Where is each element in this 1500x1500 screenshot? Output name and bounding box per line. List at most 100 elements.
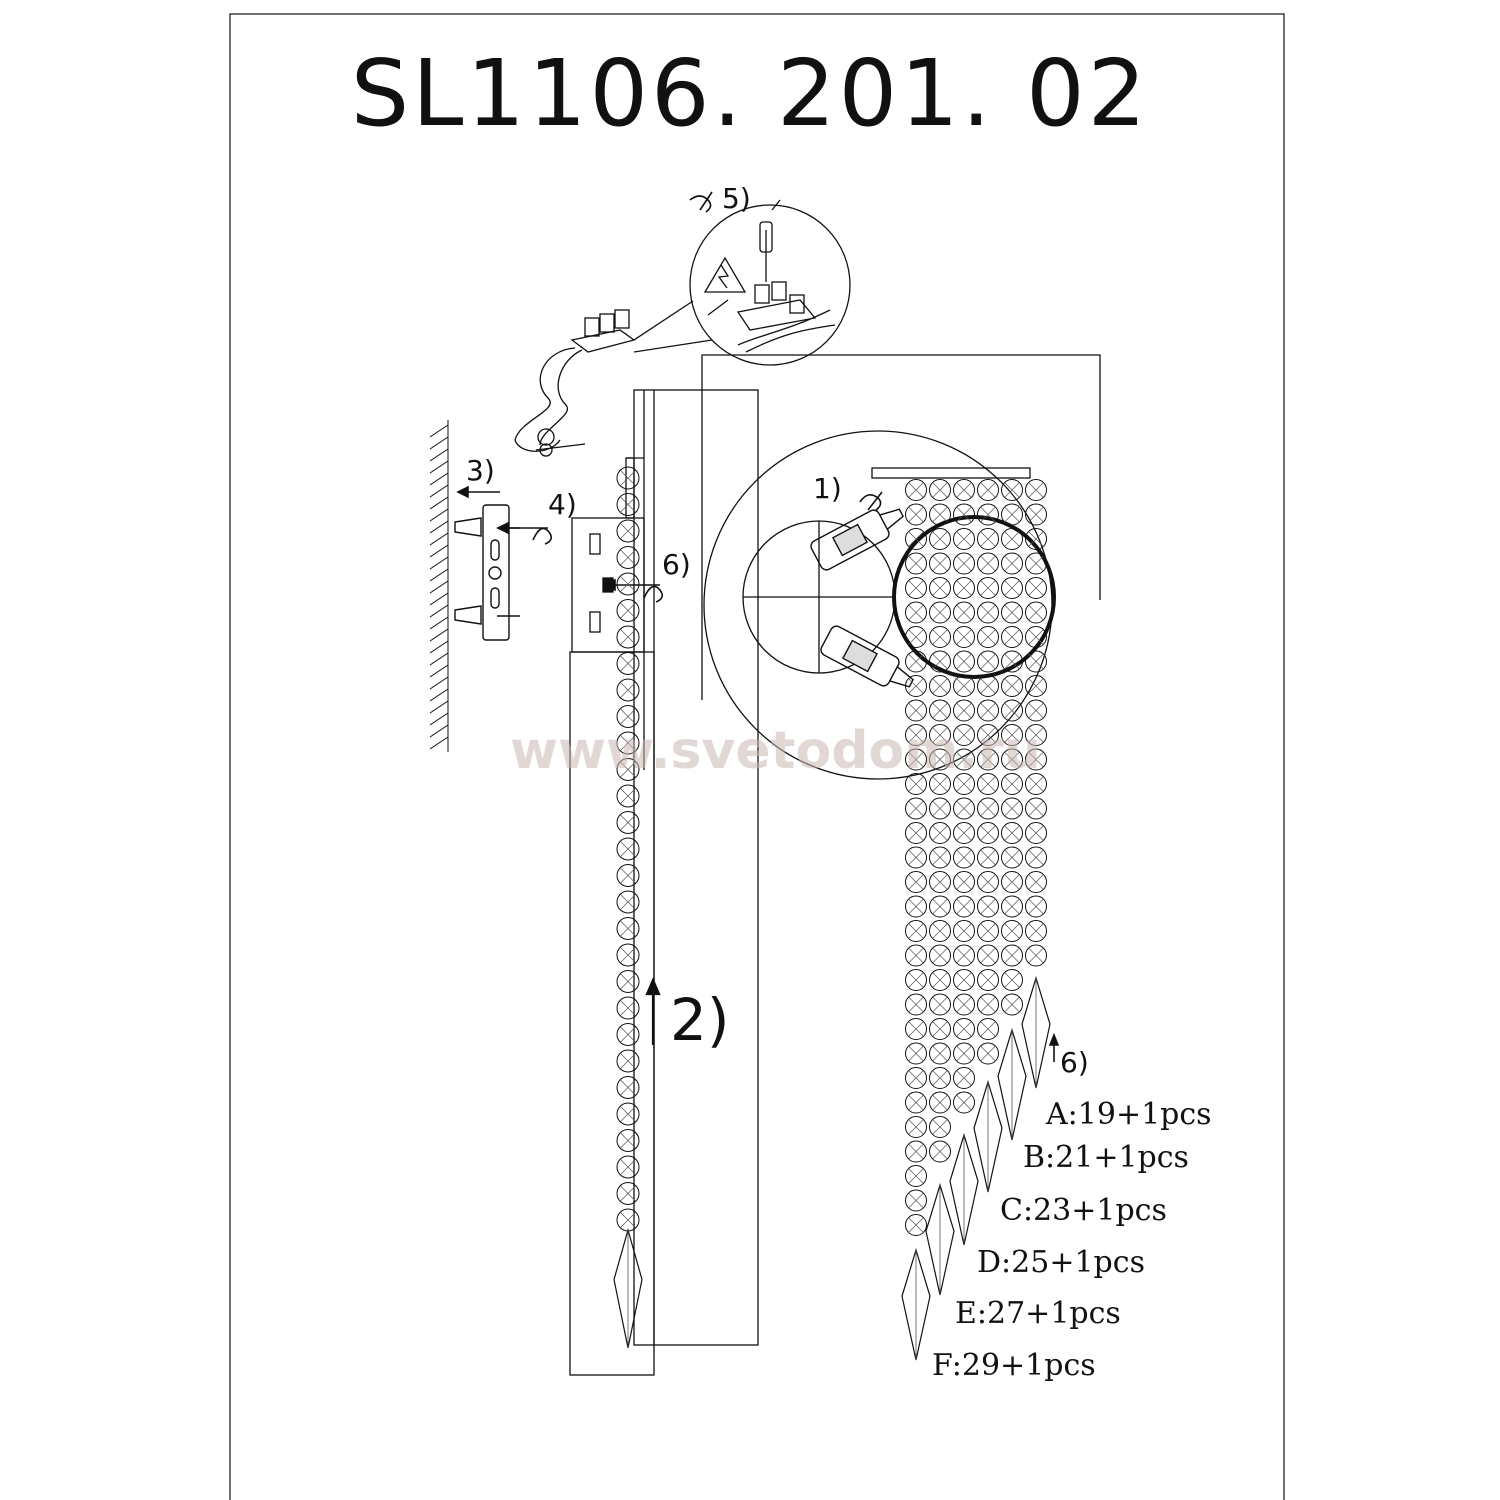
crystal-bead [929, 822, 951, 844]
crystal-bead [616, 466, 640, 490]
crystal-bead [616, 811, 640, 834]
step-6-label-front: 6) [1060, 1046, 1089, 1079]
crystal-bead [905, 1214, 927, 1236]
crystal-bead [1001, 871, 1023, 893]
crystal-bead [1025, 626, 1047, 648]
crystal-bead [977, 969, 999, 991]
crystal-bead [1001, 969, 1023, 991]
crystal-bead [1001, 748, 1023, 771]
crystal-bead [1025, 944, 1047, 967]
crystal-bead [1025, 797, 1047, 820]
wiring-block [514, 309, 636, 457]
crystal-bead [905, 871, 927, 893]
crystal-bead [905, 895, 927, 918]
canopy-side [571, 457, 645, 653]
crystal-bead [905, 797, 927, 820]
crystal-bead [929, 724, 951, 746]
crystal-bead [905, 479, 927, 501]
watermark: www.svetodom.ru [510, 721, 1041, 781]
warning-triangle-icon [703, 256, 747, 293]
front-crystal-strands [901, 479, 1051, 1361]
crystal-bead [616, 572, 640, 596]
crystal-bead [1025, 895, 1047, 918]
crystal-bead [977, 846, 999, 869]
crystal-bead [953, 993, 975, 1016]
crystal-bead [953, 773, 975, 795]
strand-b-label: B:21+1pcs [1023, 1140, 1189, 1175]
crystal-bead [977, 895, 999, 918]
crystal-bead [1025, 503, 1047, 526]
crystal-bead [1001, 479, 1023, 501]
step-4-label: 4) [548, 488, 577, 521]
crystal-bead [905, 969, 927, 991]
model-title: SL1106. 201. 02 [350, 40, 1150, 147]
crystal-bead [905, 675, 927, 697]
crystal-bead [977, 944, 999, 967]
crystal-bead [616, 652, 640, 675]
crystal-bead [905, 601, 927, 624]
crystal-bead [953, 969, 975, 991]
crystal-bead [953, 650, 975, 673]
crystal-bead [929, 1140, 951, 1163]
wall-screws [454, 517, 520, 625]
wall-hatch [429, 420, 449, 752]
crystal-bead [905, 920, 927, 942]
crystal-bead [977, 552, 999, 575]
crystal-bead [905, 773, 927, 795]
crystal-bead [977, 528, 999, 550]
crystal-bead [953, 724, 975, 746]
crystal-bead [1001, 528, 1023, 550]
page-frame [229, 13, 1285, 1500]
crystal-bead [1001, 895, 1023, 918]
arrow-step-3 [456, 485, 500, 499]
crystal-bead [953, 675, 975, 697]
crystal-bead [1001, 503, 1023, 526]
crystal-bead [1025, 699, 1047, 722]
crystal-bead [929, 626, 951, 648]
crystal-bead [953, 626, 975, 648]
crystal-bead [953, 944, 975, 967]
crystal-bead [1025, 577, 1047, 599]
crystal-bead [905, 846, 927, 869]
crystal-bead [977, 699, 999, 722]
crystal-bead [616, 864, 640, 887]
crystal-bead [616, 519, 640, 543]
crystal-bead [905, 626, 927, 648]
strand-e-label: E:27+1pcs [955, 1296, 1121, 1331]
crystal-bead [905, 1018, 927, 1040]
crystal-bead [616, 1182, 640, 1205]
arrow-step-5 [689, 191, 713, 213]
crystal-bead [616, 970, 640, 993]
crystal-bead [616, 546, 640, 569]
strand-d-label: D:25+1pcs [977, 1245, 1145, 1280]
step-2-label: 2) [670, 986, 730, 1054]
crystal-bead [905, 503, 927, 526]
crystal-bead [977, 773, 999, 795]
crystal-bead [1001, 846, 1023, 869]
crystal-bead [953, 895, 975, 918]
crystal-bead [953, 797, 975, 820]
crystal-bead [905, 1165, 927, 1187]
crystal-bead [1001, 601, 1023, 624]
crystal-bead [1001, 797, 1023, 820]
crystal-bead [905, 1189, 927, 1212]
crystal-bead [1001, 626, 1023, 648]
crystal-bead [953, 748, 975, 771]
crystal-bead [905, 528, 927, 550]
crystal-bead [1025, 552, 1047, 575]
crystal-bead [1025, 846, 1047, 869]
crystal-bead [616, 1049, 640, 1073]
crystal-bead [616, 599, 640, 622]
crystal-bead [1025, 479, 1047, 501]
crystal-bead [616, 678, 640, 702]
crystal-bead [905, 1042, 927, 1065]
crystal-bead [929, 528, 951, 550]
crystal-bead [953, 1018, 975, 1040]
crystal-bead [977, 797, 999, 820]
step-3-label: 3) [466, 454, 495, 487]
crystal-bead [953, 577, 975, 599]
crystal-bead [905, 993, 927, 1016]
crystal-bead [905, 822, 927, 844]
crystal-bead [1001, 699, 1023, 722]
crystal-bead [1025, 601, 1047, 624]
